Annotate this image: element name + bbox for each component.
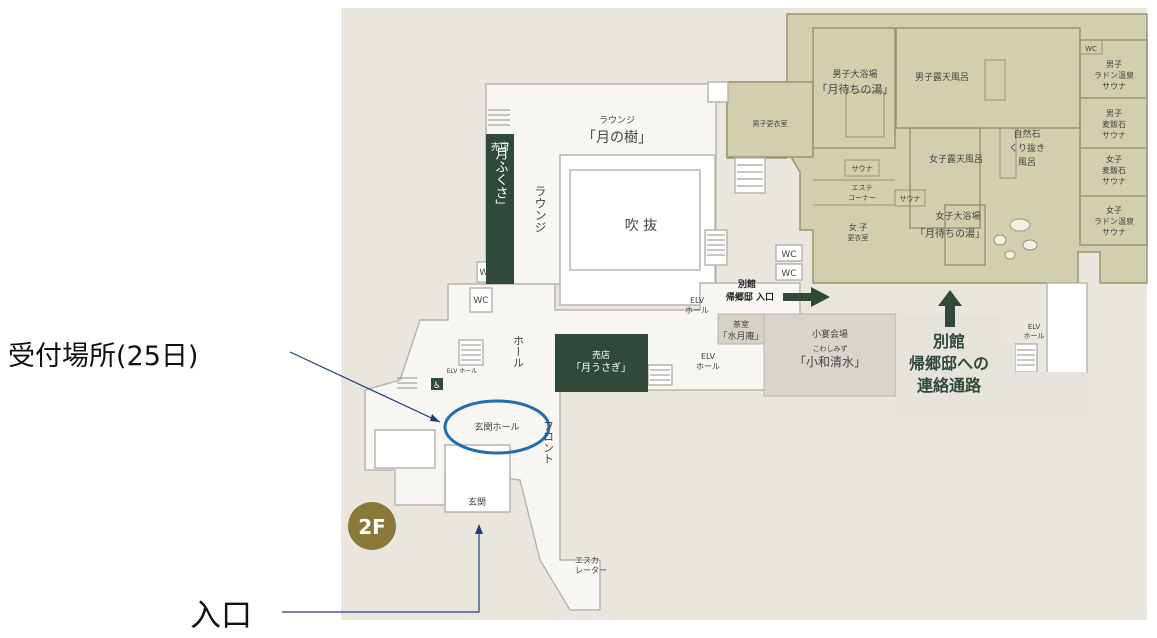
label-mens-open-bath: 男子露天風呂	[915, 72, 969, 83]
label-elv-hall-4: ELV	[1028, 323, 1041, 331]
label-elv-hall-1: ELV	[690, 296, 705, 305]
label-wc-5: WC	[1085, 45, 1097, 53]
label-sauna-w-bakuhan-3: サウナ	[1102, 177, 1126, 186]
label-sauna-w-radon-3: サウナ	[1102, 228, 1126, 237]
label-annex-passage-2: 帰郷邸への	[909, 354, 989, 373]
label-mens-bath-1: 男子大浴場	[832, 68, 877, 80]
label-womens-bath-2: 「月待ちの湯」	[915, 227, 985, 240]
arrow-right-icon	[783, 287, 830, 307]
label-sauna-w-radon-2: ラドン温泉	[1094, 216, 1134, 226]
label-escalator-1: エスカ	[575, 556, 599, 565]
label-sauna-m-radon-1: 男子	[1106, 60, 1122, 69]
label-sauna-w-bakuhan-1: 女子	[1106, 154, 1122, 164]
arrow-up-icon	[938, 290, 962, 327]
label-lounge-top-name: 「月の樹」	[582, 130, 652, 146]
bath-area	[726, 13, 1148, 284]
reception-callout: 受付場所(25日)	[8, 341, 199, 372]
entrance-callout-line	[282, 530, 480, 613]
tearoom-suigetsuan	[717, 313, 765, 345]
shop-tsukifukusa	[486, 134, 514, 284]
reception-callout-line	[289, 351, 441, 423]
floor-badge: 2F	[358, 515, 386, 539]
label-shop-left-head: 売店	[491, 141, 509, 153]
label-elv-hall-2: ELV	[701, 352, 716, 361]
entrance-callout: 入口	[190, 598, 252, 634]
label-elv-hall-1b: ホール	[685, 306, 709, 315]
stairs	[397, 109, 1035, 389]
label-womens-bath-1: 女子大浴場	[935, 210, 980, 222]
label-este-1: エステ	[852, 184, 873, 192]
label-banquet-1: 小宴会場	[812, 328, 848, 340]
label-banquet-2: 「小和清水」	[794, 355, 866, 369]
label-elv-hall-3: ELV ホール	[447, 368, 478, 375]
label-mens-bath-2: 「月待ちの湯」	[817, 82, 894, 96]
label-womens-open-bath: 女子露天風呂	[929, 153, 983, 165]
floor-badge-icon: 2F	[348, 502, 396, 550]
label-sauna-w-radon-1: 女子	[1106, 205, 1122, 215]
reception-callout-arrowhead	[430, 414, 440, 422]
label-elv-hall-2b: ホール	[696, 362, 720, 371]
label-natural-stone-2: くり抜き	[1009, 142, 1045, 154]
label-hall: ホール	[512, 335, 525, 368]
reception-highlight-ring	[443, 399, 551, 455]
building-walls	[364, 81, 1088, 611]
label-lounge-top: ラウンジ	[599, 115, 635, 126]
label-sauna-m-bakuhan-3: サウナ	[1102, 131, 1126, 140]
label-sauna-m-radon-3: サウナ	[1102, 82, 1126, 91]
label-sauna-m-bakuhan-2: 麦飯石	[1102, 119, 1126, 129]
label-tearoom-1: 茶室	[733, 319, 749, 329]
label-genkan: 玄関	[468, 496, 486, 508]
label-atrium: 吹 抜	[625, 218, 657, 234]
label-annex-entrance-2: 帰郷邸 入口	[726, 291, 774, 303]
label-womens-changing-2: 更衣室	[848, 233, 869, 242]
label-annex-passage-1: 別館	[933, 332, 965, 351]
label-shop-left-name: 「月ふくさ」	[493, 134, 509, 212]
label-wc-3: WC	[781, 250, 796, 260]
label-banquet-ruby: こわしみず	[813, 344, 848, 353]
label-womens-changing-1: 女 子	[849, 222, 868, 232]
shop-tsukiusagi	[555, 334, 648, 392]
label-mens-changing: 男子更衣室	[753, 119, 788, 128]
label-sauna-1: サウナ	[852, 165, 873, 173]
label-shop-center-head: 売店	[592, 349, 610, 361]
label-genkan-hall: 玄関ホール	[474, 421, 519, 433]
annex-passage	[896, 314, 1087, 415]
label-natural-stone-3: 風呂	[1018, 157, 1036, 168]
label-tearoom-2: 「水月庵」	[718, 330, 763, 342]
label-annex-entrance-1: 別館	[737, 278, 756, 290]
label-escalator-2: レーター	[575, 566, 607, 575]
label-sauna-m-bakuhan-1: 男子	[1106, 109, 1122, 118]
entrance-callout-arrowhead	[475, 524, 483, 534]
label-shop-center-name: 「月うさぎ」	[571, 361, 631, 374]
label-este-2: コーナー	[848, 194, 876, 202]
label-front: フロント	[542, 420, 555, 464]
label-wc-4: WC	[781, 269, 796, 279]
label-wc-1: WC	[479, 268, 494, 278]
label-sauna-m-radon-2: ラドン温泉	[1094, 70, 1134, 80]
label-elv-hall-4b: ホール	[1024, 332, 1045, 340]
label-annex-passage-3: 連絡通路	[917, 376, 982, 395]
accessible-wc-icon: ♿	[431, 378, 443, 391]
label-sauna-2: サウナ	[900, 195, 921, 203]
label-lounge-side: ラウンジ	[533, 185, 547, 233]
svg-text:♿: ♿	[433, 381, 441, 391]
label-wc-2: WC	[473, 296, 488, 306]
label-sauna-w-bakuhan-2: 麦飯石	[1102, 165, 1126, 175]
label-natural-stone-1: 自然石	[1013, 128, 1040, 140]
